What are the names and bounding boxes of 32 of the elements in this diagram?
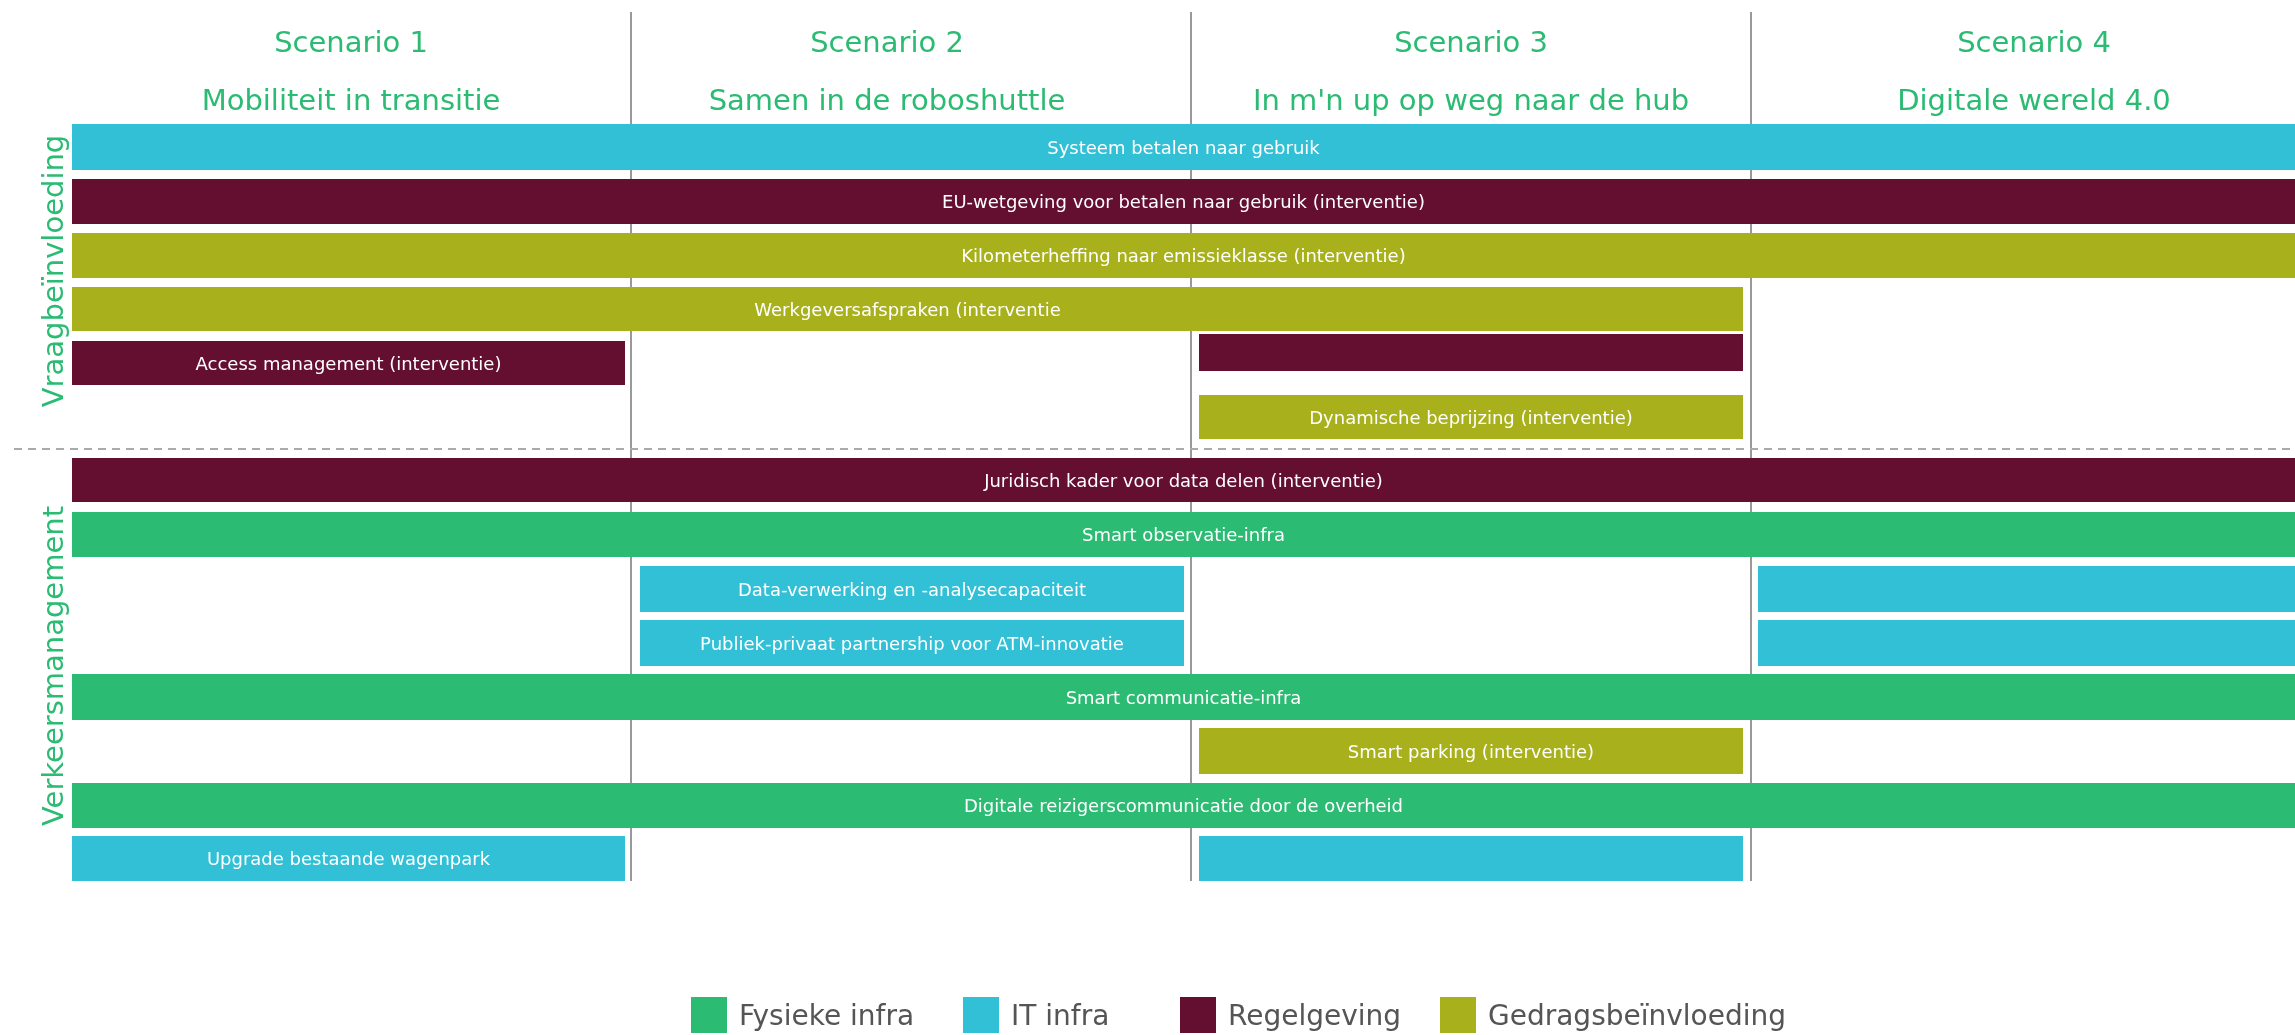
measure-bar: Werkgeversafspraken (interventie [72,287,1743,331]
measure-bar: Kilometerheffing naar emissieklasse (interventie) [72,233,2295,278]
measure-bar: Juridisch kader voor data delen (interventie) [72,458,2295,502]
scenario-number: Scenario 4 [1957,25,2111,59]
measure-bar: Smart communicatie-infra [72,674,2295,720]
scenario-number: Scenario 3 [1394,25,1548,59]
scenario-title: Mobiliteit in transitie [201,83,501,117]
section-label: Verkeersmanagement [36,505,70,827]
legend-label: Regelgeving [1228,998,1402,1032]
measure-bar [1199,836,1743,881]
legend-label: Gedragsbeïnvloeding [1488,998,1787,1032]
measure-bar: EU-wetgeving voor betalen naar gebruik (interventie) [72,179,2295,224]
measure-bar: Data-verwerking en -analysecapaciteit [640,566,1184,612]
section-label: Vraagbeïnvloeding [36,134,70,408]
measure-bar: Dynamische beprijzing (interventie) [1199,395,1743,439]
scenario-title: Digitale wereld 4.0 [1897,83,2171,117]
measure-bar: Smart parking (interventie) [1199,728,1743,774]
measure-bar [1758,566,2295,612]
measure-bar: Upgrade bestaande wagenpark [72,836,625,881]
scenario-number: Scenario 1 [274,25,428,59]
measure-bar [1199,334,1743,371]
legend-label: Fysieke infra [739,998,915,1032]
scenario-title: In m'n up op weg naar de hub [1252,83,1690,117]
measure-bar [1758,620,2295,666]
measure-bar: Systeem betalen naar gebruik [72,124,2295,170]
scenario-title: Samen in de roboshuttle [708,83,1066,117]
measure-bar: Smart observatie-infra [72,512,2295,557]
measure-bar: Access management (interventie) [72,341,625,385]
measure-bar: Publiek-privaat partnership voor ATM-innovatie [640,620,1184,666]
measure-bar: Digitale reizigerscommunicatie door de overheid [72,783,2295,828]
legend-label: IT infra [1011,998,1110,1032]
scenario-number: Scenario 2 [810,25,964,59]
